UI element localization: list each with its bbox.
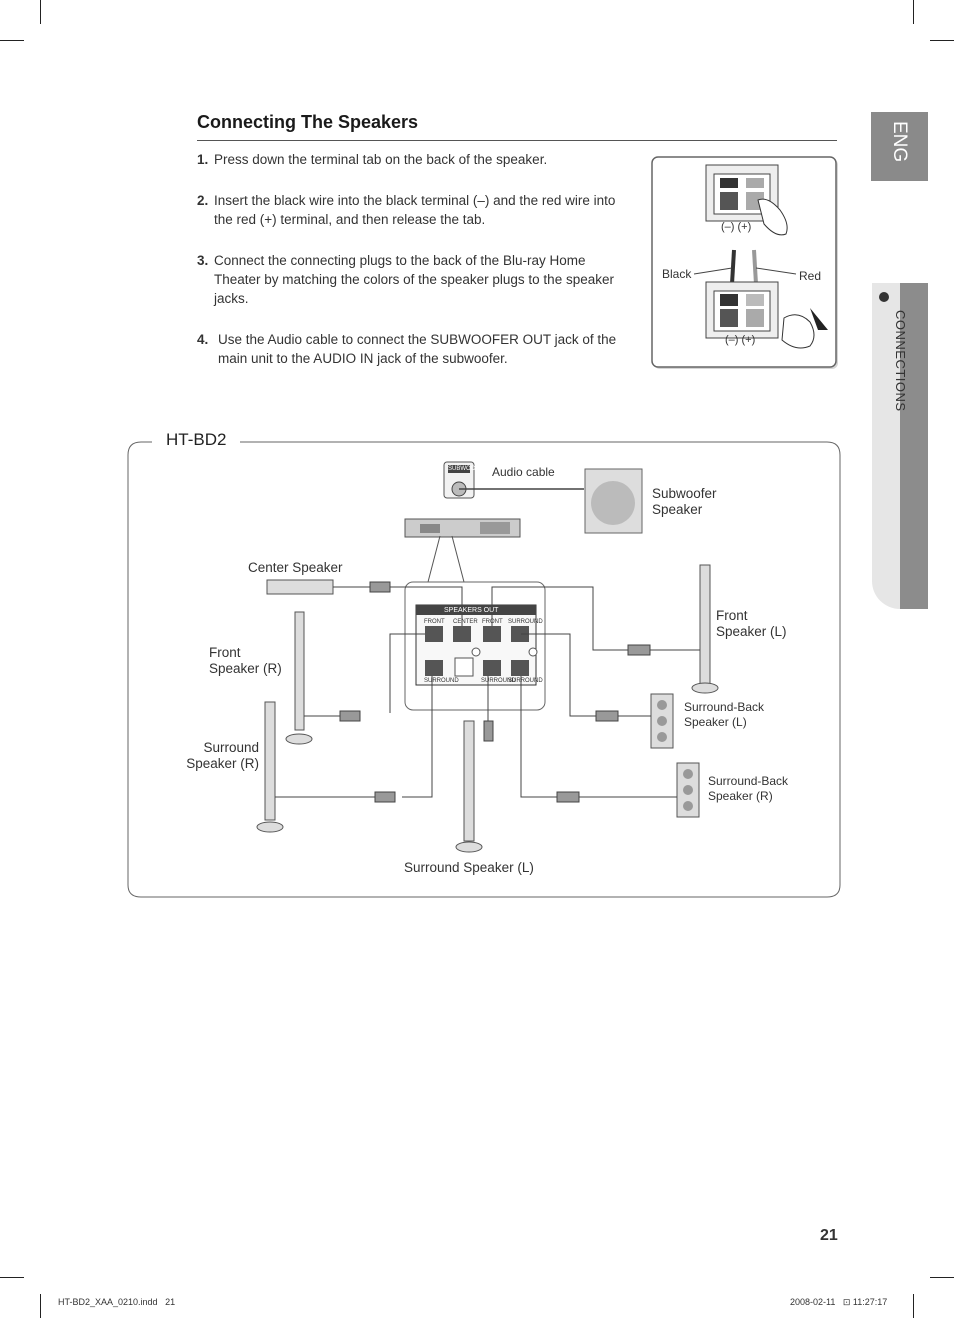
page-number: 21 xyxy=(820,1227,838,1244)
black-wire-label: Black xyxy=(662,267,692,281)
terminal-inset xyxy=(651,156,838,369)
subwoofer-label: Subwoofer Speaker xyxy=(652,486,717,517)
step-text: Use the Audio cable to connect the SUBWO… xyxy=(218,332,617,366)
audio-cable-label: Audio cable xyxy=(492,465,555,479)
polarity-label: (–) (+) xyxy=(725,334,756,346)
language-tab: ENG xyxy=(871,112,928,181)
crop-mark xyxy=(0,40,24,41)
step-number: 1. xyxy=(197,152,209,167)
sub-out-label: SUBWOOFER OUT xyxy=(448,466,502,472)
surround-back-right-label: Surround-Back Speaker (R) xyxy=(708,774,789,803)
step-number: 3. xyxy=(197,253,209,268)
crop-mark xyxy=(930,1277,954,1278)
step-text: Press down the terminal tab on the back … xyxy=(214,152,548,167)
step-text: Insert the black wire into the black ter… xyxy=(214,193,616,227)
page-title: Connecting The Speakers xyxy=(197,112,419,132)
crop-mark xyxy=(913,0,914,24)
crop-mark xyxy=(40,0,41,24)
crop-mark xyxy=(0,1277,24,1278)
jack-label: FRONT xyxy=(424,619,445,625)
title-divider xyxy=(197,140,837,141)
step-number: 2. xyxy=(197,193,209,208)
surround-left-label: Surround Speaker (L) xyxy=(404,860,534,875)
jack-label: FRONT xyxy=(482,619,503,625)
center-speaker-label: Center Speaker xyxy=(248,560,343,575)
front-right-label: Front Speaker (R) xyxy=(209,645,282,676)
bullet-icon xyxy=(879,292,889,302)
jack-label: SURROUND xyxy=(424,678,459,684)
footer-date: 2008-02-11 ⊡ 11:27:17 xyxy=(790,1297,888,1307)
jack-label: SURROUND xyxy=(508,619,543,625)
speakers-out-label: SPEAKERS OUT xyxy=(444,607,499,614)
section-tab-accent xyxy=(900,283,928,609)
crop-mark xyxy=(913,1294,914,1318)
front-left-label: Front Speaker (L) xyxy=(716,608,787,639)
polarity-label: (–) (+) xyxy=(721,221,752,233)
footer-file: HT-BD2_XAA_0210.indd 21 xyxy=(58,1297,176,1307)
section-tab-background xyxy=(872,283,902,609)
surround-right-label: Surround Speaker (R) xyxy=(186,740,259,771)
step-text: Connect the connecting plugs to the back… xyxy=(214,253,614,306)
red-wire-label: Red xyxy=(799,269,822,283)
crop-mark xyxy=(930,40,954,41)
jack-label: SURROUND xyxy=(481,678,516,684)
surround-back-left-label: Surround-Back Speaker (L) xyxy=(684,700,765,729)
jack-label: SURROUND xyxy=(508,678,543,684)
crop-mark xyxy=(40,1294,41,1318)
model-label: HT-BD2 xyxy=(162,430,231,450)
step-number: 4. xyxy=(197,332,209,347)
section-tab-label: CONNECTIONS xyxy=(893,310,908,412)
jack-label: CENTER xyxy=(453,619,478,625)
